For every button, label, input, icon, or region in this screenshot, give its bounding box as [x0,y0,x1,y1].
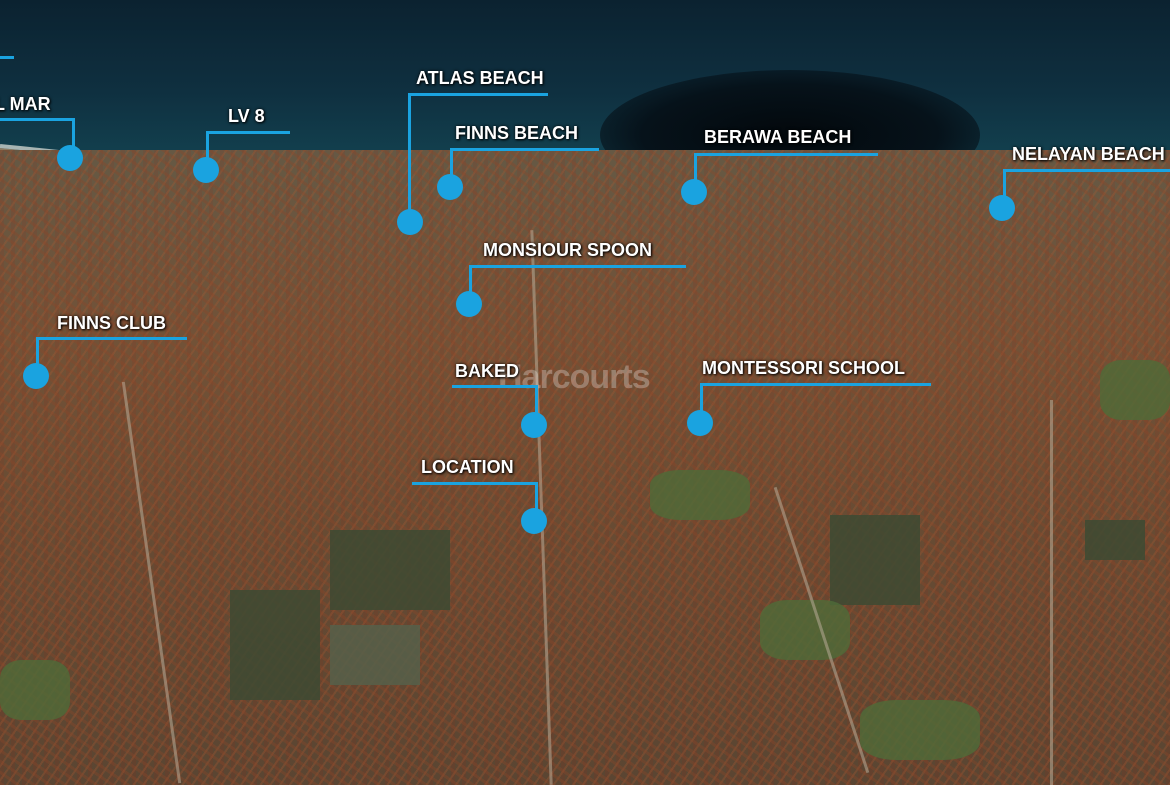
place-label-nelayan-beach: NELAYAN BEACH [1012,144,1165,164]
leader-line [36,337,39,375]
leader-line [695,153,878,156]
place-marker-berawa-beach[interactable] [681,179,707,205]
leader-line [1004,169,1170,172]
road [1050,400,1053,785]
leader-line [450,148,453,186]
rice-field [230,590,320,700]
leader-line [700,383,703,423]
place-marker-finns-club[interactable] [23,363,49,389]
leader-line [0,56,14,59]
place-label-monsiour-spoon: MONSIOUR SPOON [483,240,653,260]
place-label-atlas-beach: ATLAS BEACH [416,68,544,88]
leader-line [701,383,931,386]
leader-line [408,93,411,221]
place-marker-finns-beach[interactable] [437,174,463,200]
rice-field [330,530,450,610]
vegetation [760,600,850,660]
rice-field [330,625,420,685]
leader-line [535,482,538,521]
town-area [0,150,1170,785]
place-marker-location[interactable] [521,508,547,534]
rice-field [1085,520,1145,560]
leader-line [0,118,73,121]
vegetation [650,470,750,520]
place-label-baked: BAKED [455,361,520,381]
place-label-finns-beach: FINNS BEACH [455,123,579,143]
place-label-location: LOCATION [421,457,514,477]
place-marker-il-mar[interactable] [57,145,83,171]
leader-line [535,385,538,425]
place-label-finns-club: FINNS CLUB [57,313,166,333]
leader-line [1003,169,1006,207]
place-label-lv-8: LV 8 [228,106,265,126]
vegetation [1100,360,1170,420]
place-label-berawa-beach: BERAWA BEACH [704,127,852,147]
leader-line [207,131,290,134]
place-marker-monsiour-spoon[interactable] [456,291,482,317]
vegetation [0,660,70,720]
leader-line [72,118,75,158]
place-marker-atlas-beach[interactable] [397,209,423,235]
leader-line [412,482,538,485]
vegetation [860,700,980,760]
leader-line [469,265,472,303]
leader-line [37,337,187,340]
place-marker-nelayan-beach[interactable] [989,195,1015,221]
place-label-montessori-school: MONTESSORI SCHOOL [702,358,906,378]
rice-field [830,515,920,605]
place-label-il-mar: L MAR [0,94,51,114]
leader-line [694,153,697,191]
place-marker-lv-8[interactable] [193,157,219,183]
watermark-logo: Harcourts [498,358,651,396]
leader-line [452,385,538,388]
leader-line [206,131,209,169]
leader-line [470,265,686,268]
leader-line [409,93,548,96]
place-marker-baked[interactable] [521,412,547,438]
leader-line [451,148,599,151]
place-marker-montessori-school[interactable] [687,410,713,436]
